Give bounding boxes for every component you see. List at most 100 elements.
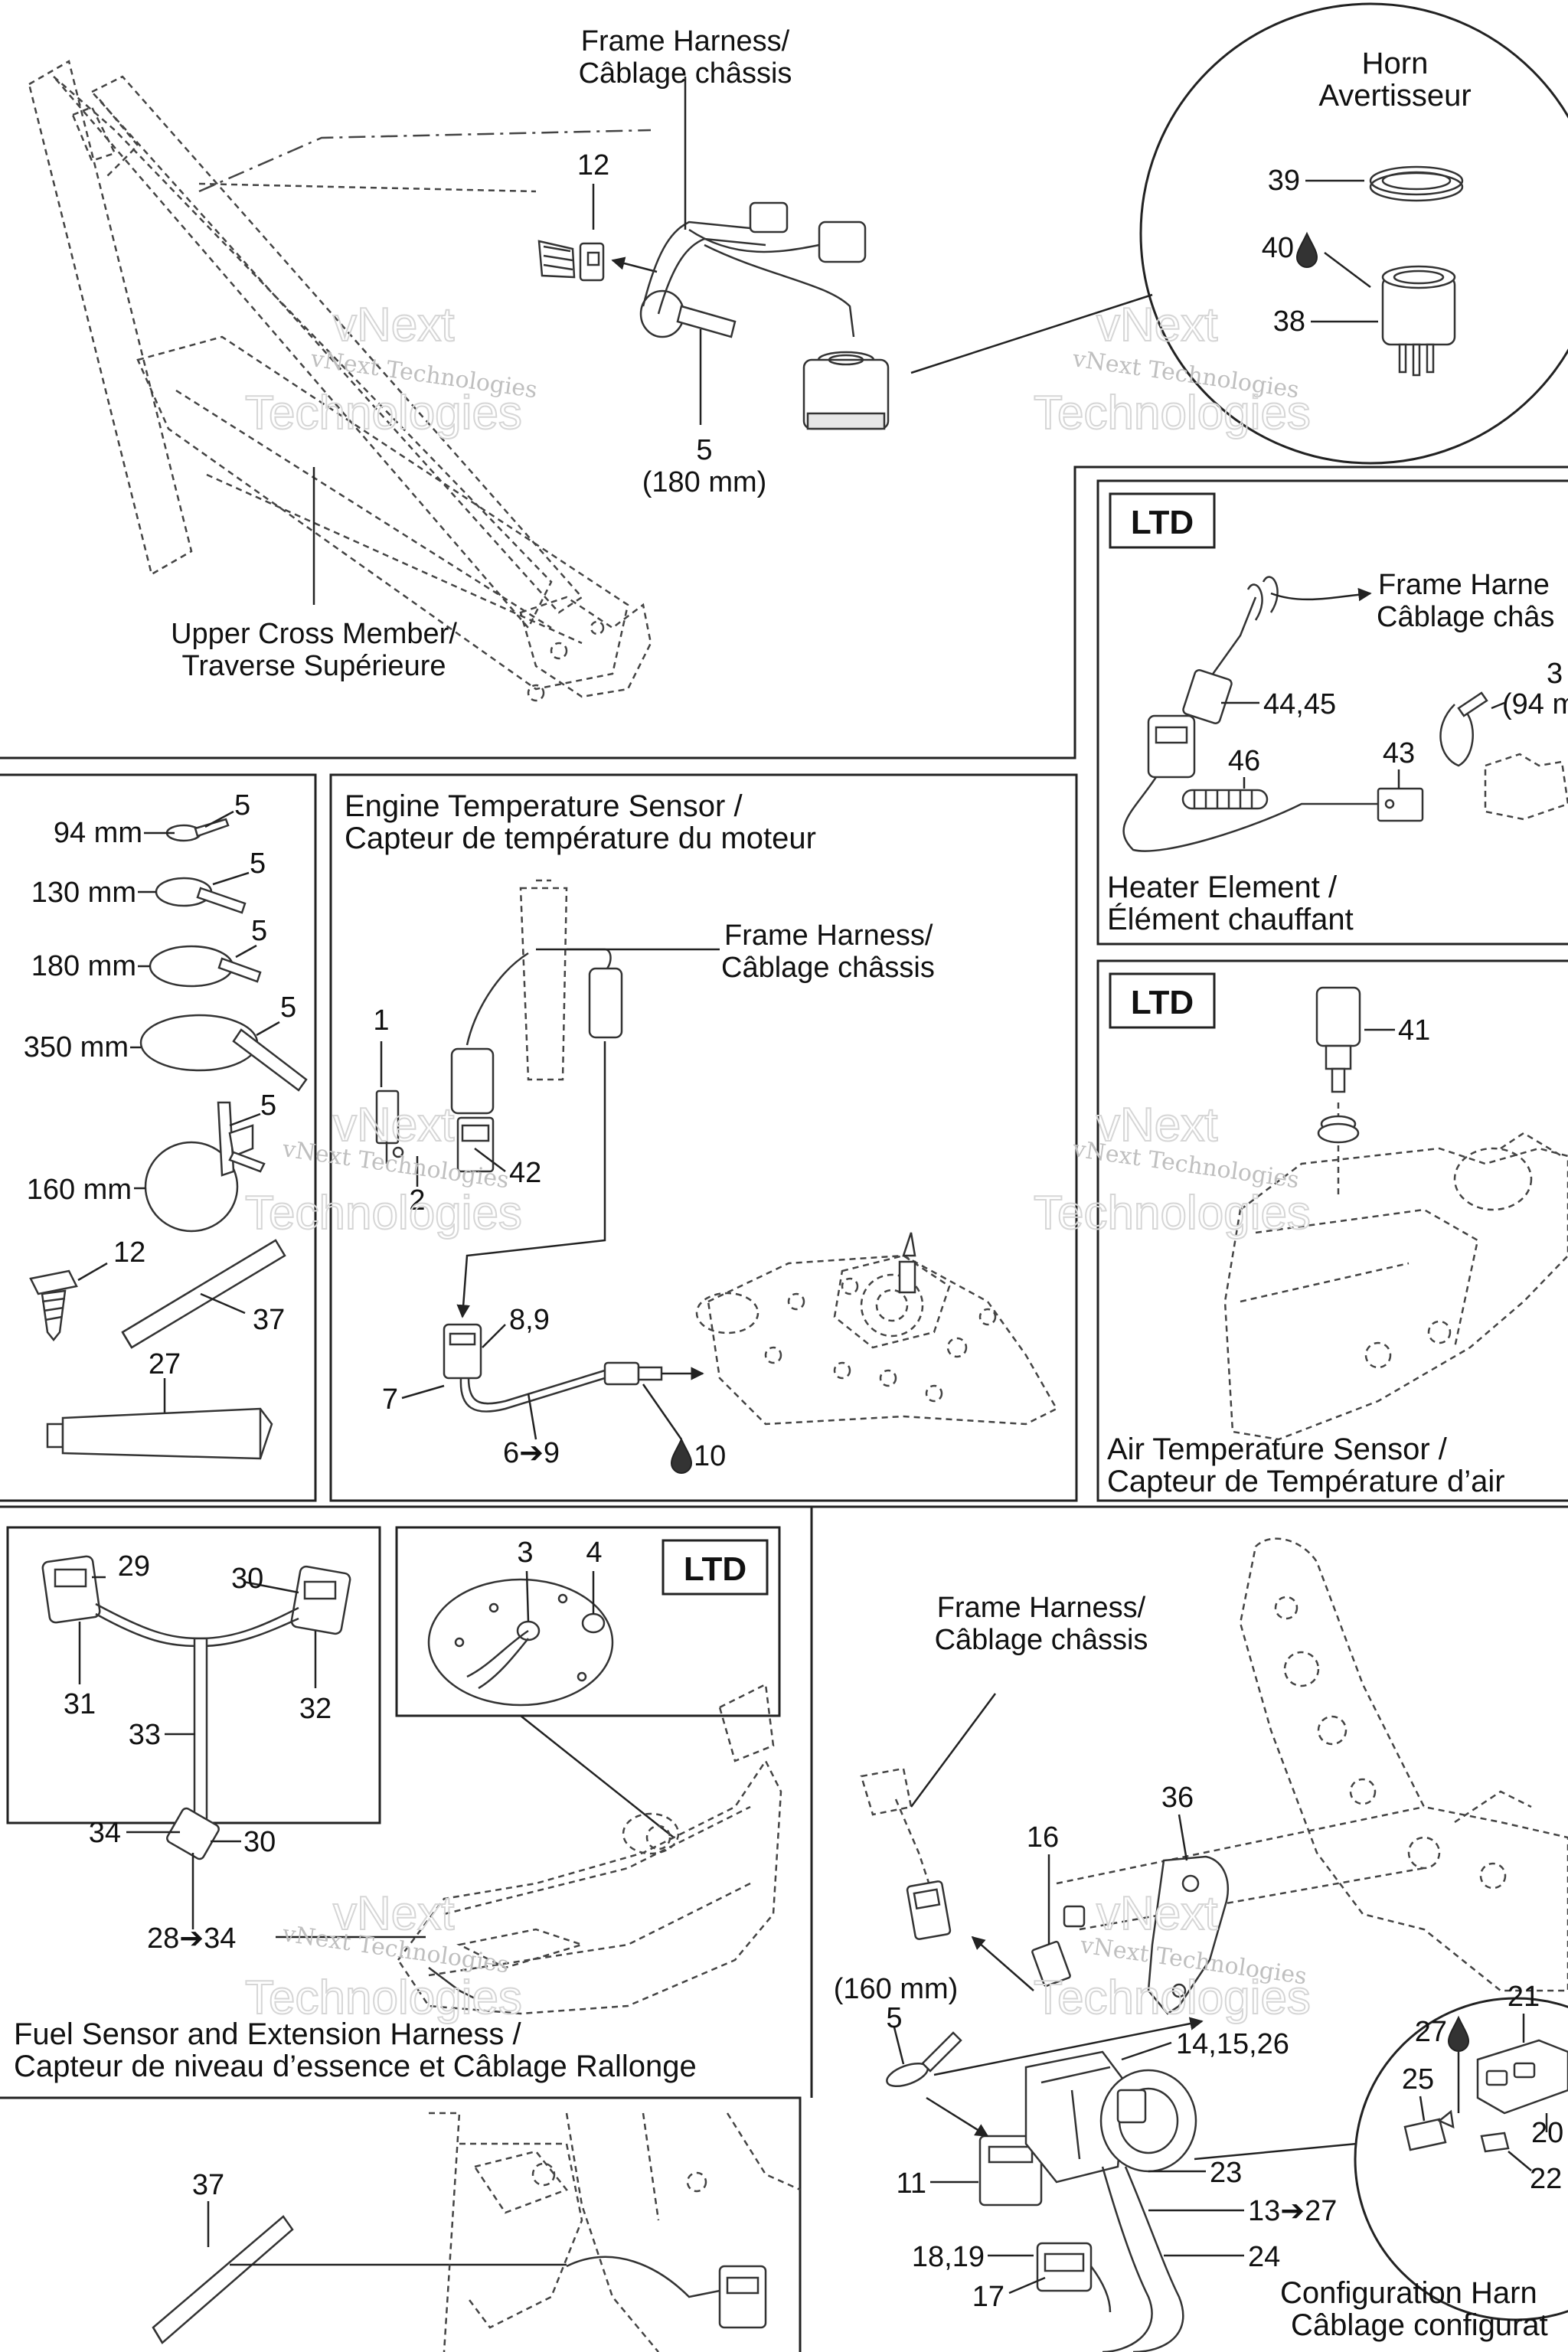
air-ltd-badge [1109, 972, 1216, 1029]
horn-body [1381, 265, 1456, 377]
watermark-4c: Technologies [1034, 1187, 1311, 1240]
part-39-label: 39 [1268, 165, 1300, 197]
watermark-1a: vNext [333, 299, 454, 351]
config-part-22-label: 22 [1530, 2163, 1562, 2195]
frame-harness-label-fr: Câblage châssis [579, 57, 792, 90]
config-section: Frame Harness/ Câblage châssis 36 16 (16… [834, 1537, 1568, 2352]
engine-part-8-9-label: 8,9 [509, 1304, 550, 1336]
watermark-2a: vNext [1096, 299, 1217, 351]
fuel-ltd-badge-text: LTD [684, 1550, 746, 1588]
heater-frame-harness-label-fr: Câblage châs [1377, 601, 1554, 633]
config-oil-drop-icon [1447, 2015, 1470, 2052]
tie-part-130: 5 [250, 848, 266, 880]
config-part-13-27-label: 13➔27 [1248, 2195, 1337, 2227]
watermark-5c: Technologies [245, 1971, 522, 2024]
engine-oil-drop-icon [670, 1437, 693, 1474]
part-40-label: 40 [1262, 232, 1294, 264]
watermarks: vNext vNext Technologies Technologies vN… [244, 298, 1312, 2025]
config-part-24-label: 24 [1248, 2241, 1280, 2273]
horn-ring [1369, 165, 1464, 196]
config-part-20-label: 20 [1531, 2117, 1563, 2149]
config-part-5-label: 5 [886, 2002, 902, 2034]
tie-part-94: 5 [234, 789, 250, 822]
horn-title: Horn [1362, 47, 1429, 80]
watermark-5a: vNext [333, 1887, 454, 1940]
bottom-left-section: 37 [152, 2112, 801, 2352]
ties-section: 94 mm 5 130 mm 5 180 mm 5 350 mm 5 160 m… [24, 789, 308, 1460]
horn-small [802, 351, 890, 430]
cable-tie-130 [155, 877, 247, 914]
engine-temp-title-fr: Capteur de température du moteur [345, 822, 816, 855]
part-12-label: 12 [577, 149, 609, 181]
fuel-part-32-label: 32 [299, 1693, 332, 1725]
fuel-part-30b-label: 30 [243, 1826, 276, 1858]
engine-frame-harness-label-fr: Câblage châssis [721, 952, 935, 984]
frame-labels: Frame Harness/ Câblage châssis 12 5 (180… [171, 25, 1472, 682]
cable-tie-350 [139, 1014, 308, 1092]
config-part-11-label: 11 [897, 2167, 926, 2200]
fuel-part-30a-label: 30 [231, 1563, 263, 1595]
bottom-part-37-label: 37 [192, 2169, 224, 2201]
part-43-label: 43 [1383, 737, 1415, 769]
engine-temp-section: Engine Temperature Sensor / Capteur de t… [345, 789, 1058, 1474]
watermark-2c: Technologies [1034, 387, 1311, 439]
ltd-badge-text: LTD [1131, 504, 1194, 541]
part-5-label: 5 [696, 434, 712, 466]
fuel-part-4-label: 4 [586, 1537, 602, 1569]
horn-title-fr: Avertisseur [1318, 79, 1471, 113]
fuel-part-31-label: 31 [64, 1688, 96, 1720]
engine-part-42-label: 42 [509, 1157, 541, 1189]
cable-tie-94 [165, 818, 230, 842]
watermark-3a: vNext [333, 1099, 454, 1152]
config-frame-harness-label-fr: Câblage châssis [935, 1624, 1148, 1656]
engine-part-10-label: 10 [694, 1440, 726, 1472]
config-part-25-label: 25 [1402, 2063, 1434, 2096]
config-part-23-label: 23 [1210, 2157, 1242, 2189]
tie-part-160: 5 [260, 1089, 276, 1122]
config-frame-harness-label: Frame Harness/ [937, 1592, 1146, 1624]
watermark-6c: Technologies [1034, 1971, 1311, 2024]
part-3x-label: 3 [1547, 658, 1563, 690]
heater-section: LTD Frame Harne Câblage châs 44,45 3 (94… [1107, 492, 1568, 936]
config-part-17-label: 17 [972, 2281, 1004, 2313]
fuel-part-33-label: 33 [129, 1719, 161, 1751]
config-part-16-label: 16 [1027, 1821, 1059, 1854]
fuel-section: LTD 29 30 31 32 33 34 30 3 4 28➔34 Fuel … [14, 1537, 782, 2083]
cable-tie-160 [144, 1101, 266, 1233]
air-temp-title: Air Temperature Sensor / [1107, 1432, 1448, 1466]
fuel-part-3-label: 3 [517, 1537, 533, 1569]
part-44-45-label: 44,45 [1263, 688, 1336, 720]
part-5-size-label: (180 mm) [642, 466, 767, 498]
screw-12-small [29, 1269, 78, 1342]
part-46-label: 46 [1228, 745, 1260, 777]
config-title: Configuration Harn [1280, 2276, 1537, 2310]
config-part-36-label: 36 [1161, 1782, 1194, 1814]
watermark-4a: vNext [1096, 1099, 1217, 1152]
config-part-21-label: 21 [1508, 1981, 1540, 2013]
frame-drawing [28, 60, 890, 702]
ties-part-37-label: 37 [253, 1304, 285, 1336]
config-part-5-size-label: (160 mm) [834, 1973, 959, 2005]
fuel-part-28-34-label: 28➔34 [147, 1922, 236, 1955]
heater-title-fr: Élément chauffant [1107, 902, 1354, 936]
tie-size-350: 350 mm [24, 1031, 129, 1063]
section-borders [0, 466, 1568, 2352]
tie-size-94: 94 mm [54, 817, 142, 849]
horn-callout [910, 2, 1568, 465]
config-title-fr: Câblage configurat [1291, 2308, 1548, 2342]
ltd-badge [1109, 492, 1216, 549]
tie-size-130: 130 mm [31, 877, 136, 909]
engine-part-2-label: 2 [409, 1184, 425, 1217]
part-41-label: 41 [1398, 1014, 1430, 1047]
oil-drop-icon [1295, 231, 1318, 268]
config-part-27-label: 27 [1415, 2016, 1447, 2048]
sealant-tube-27 [46, 1407, 273, 1460]
upper-cross-member-label-fr: Traverse Supérieure [182, 650, 446, 682]
part-38-label: 38 [1273, 305, 1305, 338]
ties-part-12-label: 12 [113, 1236, 145, 1269]
part-3x-size-label: (94 m [1502, 688, 1568, 720]
fuel-title: Fuel Sensor and Extension Harness / [14, 2017, 521, 2051]
engine-frame-harness-label: Frame Harness/ [724, 920, 933, 952]
engine-part-7-label: 7 [382, 1383, 398, 1416]
